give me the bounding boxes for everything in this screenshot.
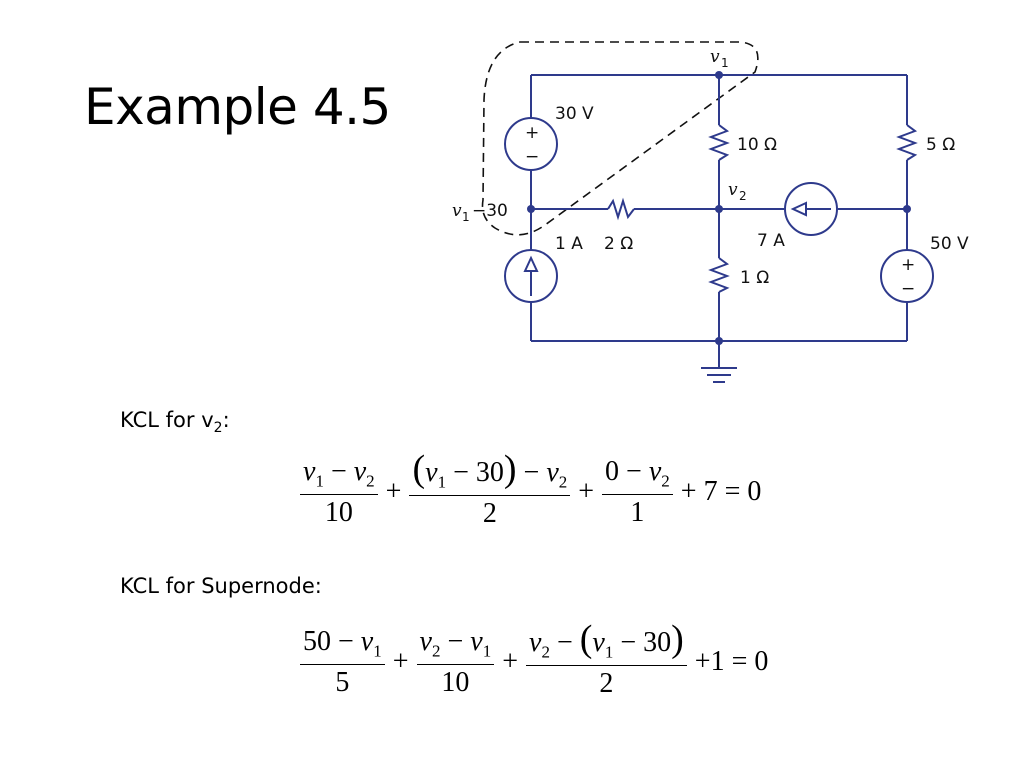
- label-10-ohm: 10 Ω: [737, 135, 777, 155]
- label-v1-top-sub: 1: [721, 56, 729, 70]
- fraction-term-3: 0 − v2 1: [602, 456, 673, 529]
- label-v2-sub: 2: [739, 189, 747, 203]
- current-source-7a: [784, 182, 838, 236]
- fraction-term-2: (v1 − 30) − v2 2: [409, 450, 571, 530]
- fraction-term-3: v2 − (v1 − 30) 2: [526, 620, 687, 700]
- label-2-ohm: 2 Ω: [604, 234, 633, 254]
- minus-50v: −: [901, 279, 915, 299]
- label-v1-top: v: [710, 47, 720, 67]
- kcl-v2-heading: KCL for v2:: [120, 408, 230, 437]
- voltage-source-30v: [504, 117, 558, 171]
- plus-30v: +: [525, 123, 539, 143]
- circuit-diagram: + − + − v 1 30 V 10 Ω 5 Ω v 2 v 1 −30 1 …: [452, 41, 969, 383]
- current-source-1a: [504, 249, 558, 303]
- resistor-2-ohm: [607, 197, 635, 221]
- node-v1: [715, 71, 723, 79]
- node-left: [527, 205, 535, 213]
- voltage-source-50v: [880, 249, 934, 303]
- label-5-ohm: 5 Ω: [926, 135, 955, 155]
- resistor-1-ohm: [708, 257, 730, 293]
- label-1a: 1 A: [555, 234, 583, 254]
- minus-30v: −: [525, 147, 539, 167]
- node-ground: [715, 337, 723, 345]
- label-30v: 30 V: [555, 104, 594, 124]
- kcl-supernode-equation: 50 − v1 5 + v2 − v1 10 + v2 − (v1 − 30) …: [296, 620, 772, 700]
- label-1-ohm: 1 Ω: [740, 268, 769, 288]
- fraction-term-2: v2 − v1 10: [416, 626, 495, 699]
- node-right: [903, 205, 911, 213]
- supernode-outline: [481, 41, 759, 236]
- label-left-node-rest: −30: [472, 201, 508, 221]
- equation-tail: +1 = 0: [694, 646, 769, 678]
- arrow-up-head-icon: [523, 255, 539, 272]
- arrow-left-head-icon: [790, 201, 807, 217]
- resistor-10-ohm: [708, 124, 730, 161]
- label-7a: 7 A: [757, 231, 785, 251]
- equation-tail: + 7 = 0: [680, 476, 762, 508]
- kcl-supernode-heading: KCL for Supernode:: [120, 574, 322, 598]
- plus-50v: +: [901, 255, 915, 275]
- label-left-node-sub: 1: [462, 210, 470, 224]
- resistor-5-ohm: [896, 124, 918, 161]
- slide-title: Example 4.5: [84, 78, 391, 136]
- kcl-v2-equation: v1 − v2 10 + (v1 − 30) − v2 2 + 0 − v2 1…: [296, 450, 765, 530]
- fraction-term-1: 50 − v1 5: [300, 626, 385, 699]
- label-50v: 50 V: [930, 234, 969, 254]
- label-left-node-v: v: [452, 201, 462, 221]
- fraction-term-1: v1 − v2 10: [300, 456, 378, 529]
- label-v2: v: [728, 180, 738, 200]
- node-v2: [715, 205, 723, 213]
